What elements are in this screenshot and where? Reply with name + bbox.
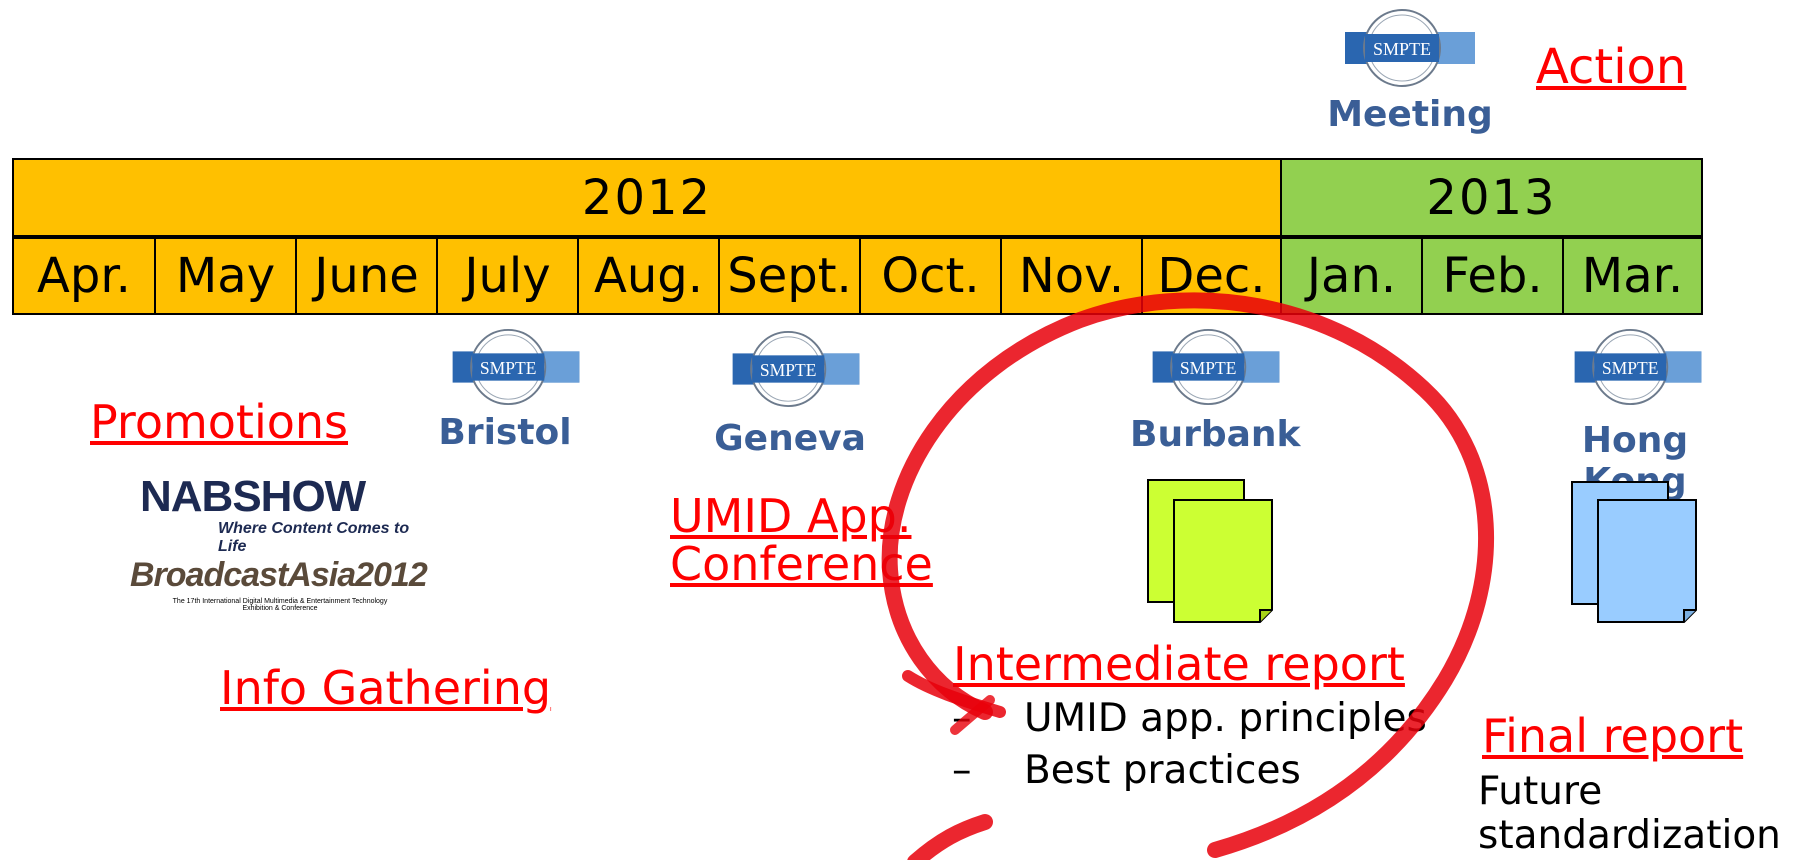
final-report-label[interactable]: Final report <box>1482 709 1744 763</box>
smpte-geneva-icon: SMPTE <box>732 330 860 408</box>
month-cell-apr: Apr. <box>12 237 156 315</box>
intermediate-item-text-2: Best practices <box>1024 748 1301 793</box>
month-cell-nov: Nov. <box>1000 237 1143 315</box>
month-cell-mar: Mar. <box>1562 237 1703 315</box>
info-gathering-label[interactable]: Info Gathering <box>220 661 552 715</box>
smpte-logo-icon: SMPTE <box>1345 9 1475 87</box>
year-2012-bar: 2012 <box>12 158 1282 237</box>
broadcast-asia-line1: The 17th International Digital Multimedi… <box>172 598 388 605</box>
smpte-hongkong-icon: SMPTE <box>1574 328 1702 406</box>
city-geneva: Geneva <box>714 418 866 459</box>
final-report-line1: Future <box>1478 769 1603 814</box>
month-cell-aug: Aug. <box>577 237 720 315</box>
intermediate-item-2: – Best practices <box>952 748 1301 793</box>
svg-text:SMPTE: SMPTE <box>1180 358 1237 378</box>
month-cell-july: July <box>436 237 579 315</box>
intermediate-item-1: – UMID app. principles <box>952 696 1427 741</box>
month-cell-feb: Feb. <box>1421 237 1564 315</box>
city-bristol: Bristol <box>438 412 572 453</box>
month-cell-sept: Sept. <box>718 237 861 315</box>
broadcast-asia-brand: BroadcastAsia2012 <box>130 556 428 594</box>
umid-conference-label[interactable]: UMID App. Conference <box>670 492 933 589</box>
bullet-dash: – <box>952 696 972 741</box>
intermediate-report-label[interactable]: Intermediate report <box>953 637 1405 691</box>
nab-show-logo: NABSHOW Where Content Comes to Life <box>140 472 430 556</box>
umid-conference-line1: UMID App. <box>670 489 912 543</box>
svg-text:SMPTE: SMPTE <box>760 360 817 380</box>
month-cell-oct: Oct. <box>859 237 1002 315</box>
svg-text:SMPTE: SMPTE <box>1373 39 1431 59</box>
smpte-burbank-icon: SMPTE <box>1152 328 1280 406</box>
intermediate-report-doc-icon <box>1147 479 1273 623</box>
umid-conference-line2: Conference <box>670 537 933 592</box>
broadcast-asia-line2: Exhibition & Conference <box>242 605 318 612</box>
year-2013-bar: 2013 <box>1280 158 1703 237</box>
city-burbank: Burbank <box>1130 414 1301 455</box>
svg-text:SMPTE: SMPTE <box>1602 358 1659 378</box>
final-report-desc: Future standardization <box>1478 770 1781 858</box>
nab-show-tagline: Where Content Comes to Life <box>218 520 410 555</box>
final-report-doc-icon <box>1571 481 1697 623</box>
month-cell-june: June <box>295 237 438 315</box>
action-label[interactable]: Action <box>1536 39 1687 95</box>
nab-show-brand: NABSHOW <box>140 472 366 521</box>
smpte-bristol-icon: SMPTE <box>452 328 580 406</box>
month-cell-dec: Dec. <box>1141 237 1282 315</box>
intermediate-item-text-1: UMID app. principles <box>1024 696 1427 741</box>
month-cell-may: May <box>154 237 297 315</box>
promotions-label[interactable]: Promotions <box>90 395 349 449</box>
bullet-dash: – <box>952 748 972 793</box>
meeting-legend-label: Meeting <box>1327 94 1493 135</box>
svg-text:SMPTE: SMPTE <box>480 358 537 378</box>
month-cell-jan: Jan. <box>1280 237 1423 315</box>
broadcast-asia-logo: BroadcastAsia2012 The 17th International… <box>130 556 430 626</box>
final-report-line2: standardization <box>1478 813 1781 858</box>
